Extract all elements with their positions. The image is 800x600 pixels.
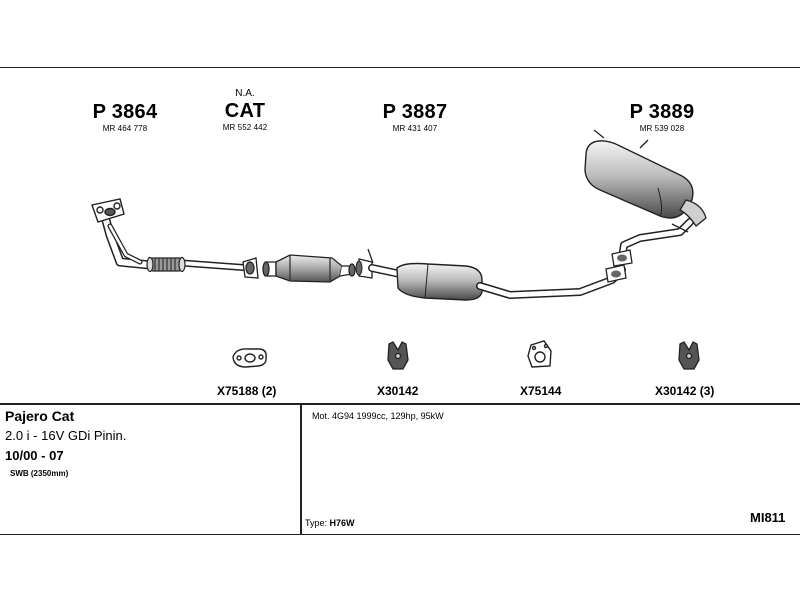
info-column-divider: [300, 403, 302, 535]
flex-joint: [146, 256, 186, 273]
part-ref-number: MR 539 028: [639, 124, 685, 133]
vehicle-type: Type: H76W: [305, 518, 355, 528]
front-pipe: [99, 208, 254, 272]
rubber-mount-icon: [678, 341, 700, 370]
catalytic-converter: [262, 254, 356, 283]
vehicle-engine: 2.0 i - 16V GDi Pinin.: [5, 428, 127, 443]
manifold-flange: [91, 198, 125, 223]
info-divider: [0, 403, 800, 405]
part-code: CAT: [224, 100, 266, 122]
part-catalytic-converter: N.A. CAT MR 552 442: [190, 89, 300, 132]
gasket-icon: [527, 340, 552, 368]
part-ref-number: MR 431 407: [392, 124, 438, 133]
fitting-label: X30142 (3): [655, 384, 715, 398]
engine-spec: Mot. 4G94 1999cc, 129hp, 95kW: [312, 411, 444, 421]
fitting-label: X75188 (2): [217, 384, 277, 398]
part-ref-number: MR 464 778: [102, 124, 148, 133]
drawing-frame: [0, 67, 800, 535]
centre-silencer: [355, 248, 627, 301]
part-code: P 3887: [382, 101, 448, 123]
gasket-icon: [232, 348, 267, 368]
part-code: P 3889: [629, 101, 695, 123]
system-code: MI811: [750, 510, 786, 525]
part-note: N.A.: [235, 88, 255, 99]
front-pipe-flange: [242, 257, 259, 279]
vehicle-wheelbase: SWB (2350mm): [10, 469, 69, 478]
part-centre-silencer: P 3887 MR 431 407: [360, 102, 470, 133]
vehicle-model: Pajero Cat: [5, 408, 75, 424]
vehicle-years: 10/00 - 07: [5, 448, 64, 463]
type-value: H76W: [329, 518, 355, 528]
rubber-mount-icon: [387, 341, 409, 370]
type-label: Type:: [305, 518, 328, 528]
fitting-label: X30142: [377, 384, 419, 398]
part-front-pipe: P 3864 MR 464 778: [70, 102, 180, 133]
part-code: P 3864: [92, 101, 158, 123]
part-rear-silencer: P 3889 MR 539 028: [607, 102, 717, 133]
fitting-label: X75144: [520, 384, 562, 398]
rear-silencer: [584, 129, 707, 267]
part-ref-number: MR 552 442: [222, 123, 268, 132]
